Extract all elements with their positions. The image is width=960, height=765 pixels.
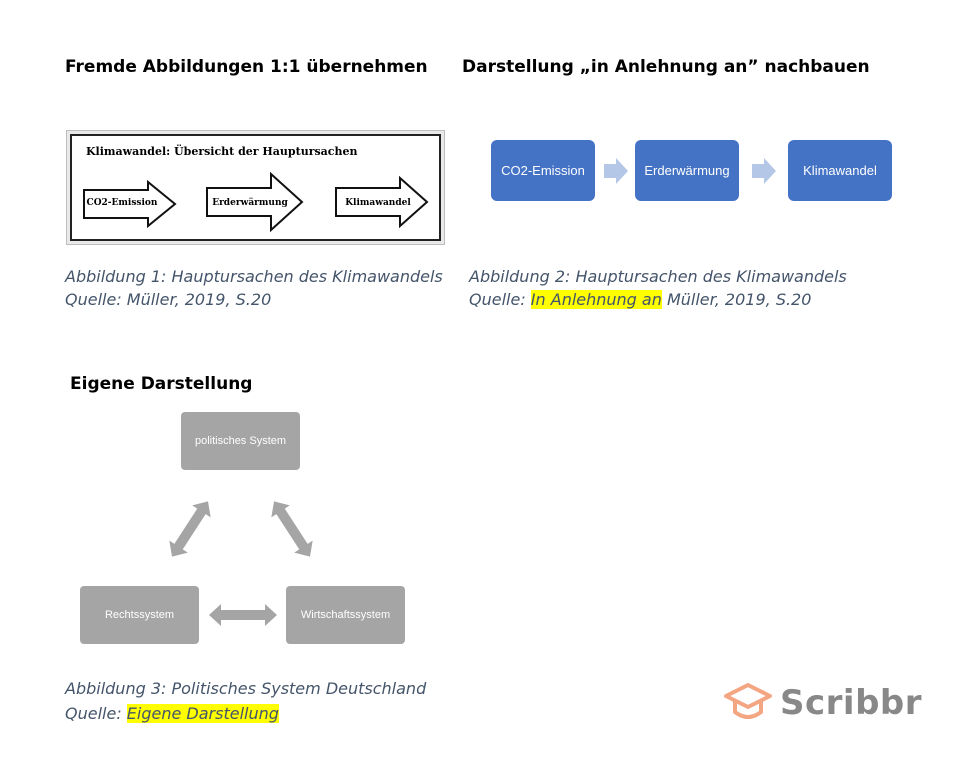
- heading-adapt: Darstellung „in Anlehnung an” nachbauen: [462, 57, 870, 77]
- figure1-caption-source: Quelle: Müller, 2019, S.20: [65, 290, 272, 309]
- figure2-caption-title: Abbildung 2: Hauptursachen des Klimawand…: [469, 267, 847, 286]
- figure2-arrow-2: [752, 158, 776, 184]
- figure3-caption-highlight: Eigene Darstellung: [126, 704, 279, 723]
- figure2-caption-prefix: Quelle:: [469, 290, 531, 309]
- figure2-caption-highlight: In Anlehnung an: [530, 290, 662, 309]
- figure2-box-co2: CO2-Emission: [491, 140, 595, 201]
- figure3-arrow-top-right: [271, 501, 313, 557]
- figure1-arrow-1: [83, 180, 177, 228]
- figure3-box-politisches-system: politisches System: [181, 412, 300, 470]
- figure2-box-klimawandel: Klimawandel: [788, 140, 892, 201]
- scribbr-logo: Scribbr: [724, 682, 922, 724]
- figure3-box-rechtssystem: Rechtssystem: [80, 586, 199, 644]
- figure3-caption-title: Abbildung 3: Politisches System Deutschl…: [65, 679, 427, 698]
- heading-own: Eigene Darstellung: [70, 374, 253, 394]
- scribbr-logo-text: Scribbr: [780, 683, 923, 723]
- figure3-caption-prefix: Quelle:: [65, 704, 127, 723]
- figure2-arrow-1: [604, 158, 628, 184]
- figure2-caption-suffix: Müller, 2019, S.20: [661, 290, 812, 309]
- figure1-arrow-2: [206, 172, 304, 232]
- figure1-scanned-image: Klimawandel: Übersicht der Hauptursachen…: [66, 130, 445, 245]
- figure1-scan-title: Klimawandel: Übersicht der Hauptursachen: [86, 145, 358, 158]
- heading-copy: Fremde Abbildungen 1:1 übernehmen: [65, 57, 428, 77]
- figure1-arrow-label-1: CO2-Emission: [86, 198, 158, 208]
- figure3-arrow-bottom: [209, 604, 277, 626]
- figure3-caption-source: Quelle: Eigene Darstellung: [65, 702, 279, 725]
- figure1-arrow-3: [335, 176, 429, 228]
- graduation-cap-icon: [724, 683, 772, 719]
- figure1-arrow-label-3: Klimawandel: [345, 198, 411, 208]
- figure3-arrow-top-left: [169, 501, 211, 557]
- figure2-caption-source: Quelle: In Anlehnung an Müller, 2019, S.…: [469, 288, 811, 311]
- figure1-caption-title: Abbildung 1: Hauptursachen des Klimawand…: [65, 267, 443, 286]
- figure2-box-erderwaermung: Erderwärmung: [635, 140, 739, 201]
- figure1-arrow-label-2: Erderwärmung: [212, 198, 288, 208]
- figure3-box-wirtschaftssystem: Wirtschaftssystem: [286, 586, 405, 644]
